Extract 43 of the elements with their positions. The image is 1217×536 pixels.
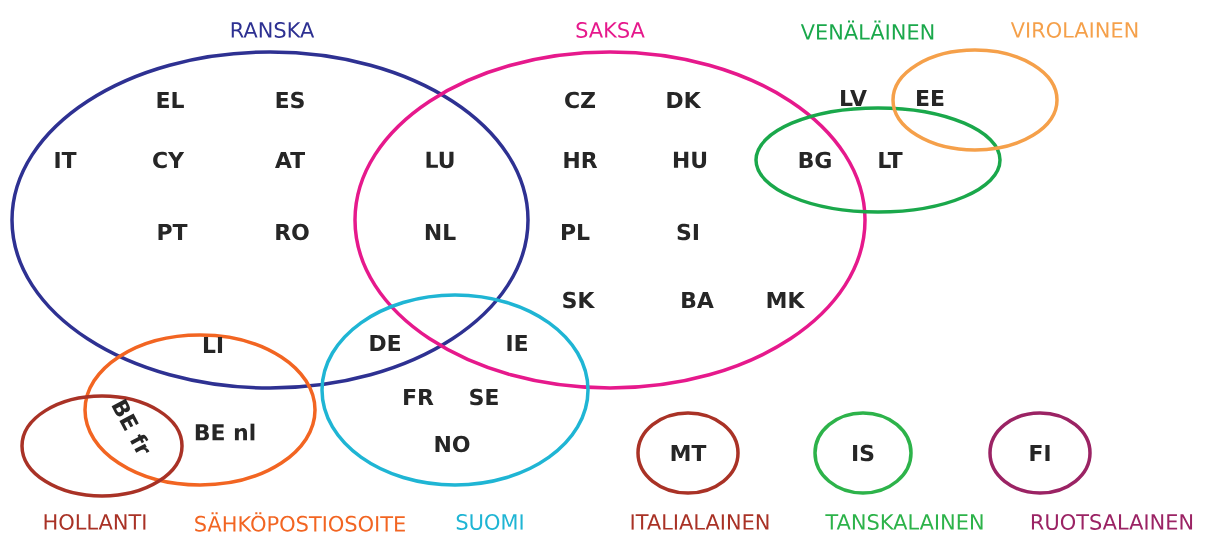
country-code: FR [404,389,434,405]
country-code: NO [435,435,470,453]
country-code: NL [425,224,456,240]
country-code: EE [917,90,944,106]
country-code: IE [507,335,527,351]
country-code: SE [470,388,498,406]
set-label: SAKSA [576,22,645,38]
country-code: DE [370,335,400,351]
set-label: RUOTSALAINEN [1031,514,1193,530]
country-code: BA [682,292,714,308]
country-code: IS [853,444,874,462]
country-code: PL [562,224,590,240]
country-code: LV [841,90,867,106]
set-label: VIROLAINEN [1010,22,1138,38]
country-code: HR [564,152,598,168]
country-code: FI [1030,445,1050,461]
set-label: SÄHKÖPOSTIOSOITE [195,512,405,532]
country-code: CZ [565,91,595,109]
country-code: IT [55,152,77,168]
set-label: SUOMI [456,514,523,530]
set-label: RANSKA [231,22,315,38]
country-code: BE nl [195,423,255,441]
country-code: MK [767,292,806,308]
country-code: RO [276,223,309,241]
country-code: PT [158,224,188,240]
set-label: HOLLANTI [44,514,146,530]
country-code: HU [673,151,707,169]
set-label: TANSKALAINEN [825,514,983,530]
country-code: AT [275,152,305,168]
country-code: MT [671,445,707,461]
country-code: CY [153,151,185,169]
country-code: ES [276,91,304,109]
country-code: LT [879,152,903,168]
country-code: SI [677,223,698,241]
set-label: ITALIALAINEN [631,514,769,530]
country-code: EL [157,92,184,108]
country-code: SK [563,291,596,309]
country-code: BE fr [111,398,150,454]
country-code: LI [203,337,223,353]
country-code: DK [667,92,702,108]
country-code: BG [799,151,831,169]
set-label: VENÄLÄINEN [800,20,934,40]
country-code: LU [426,151,454,169]
